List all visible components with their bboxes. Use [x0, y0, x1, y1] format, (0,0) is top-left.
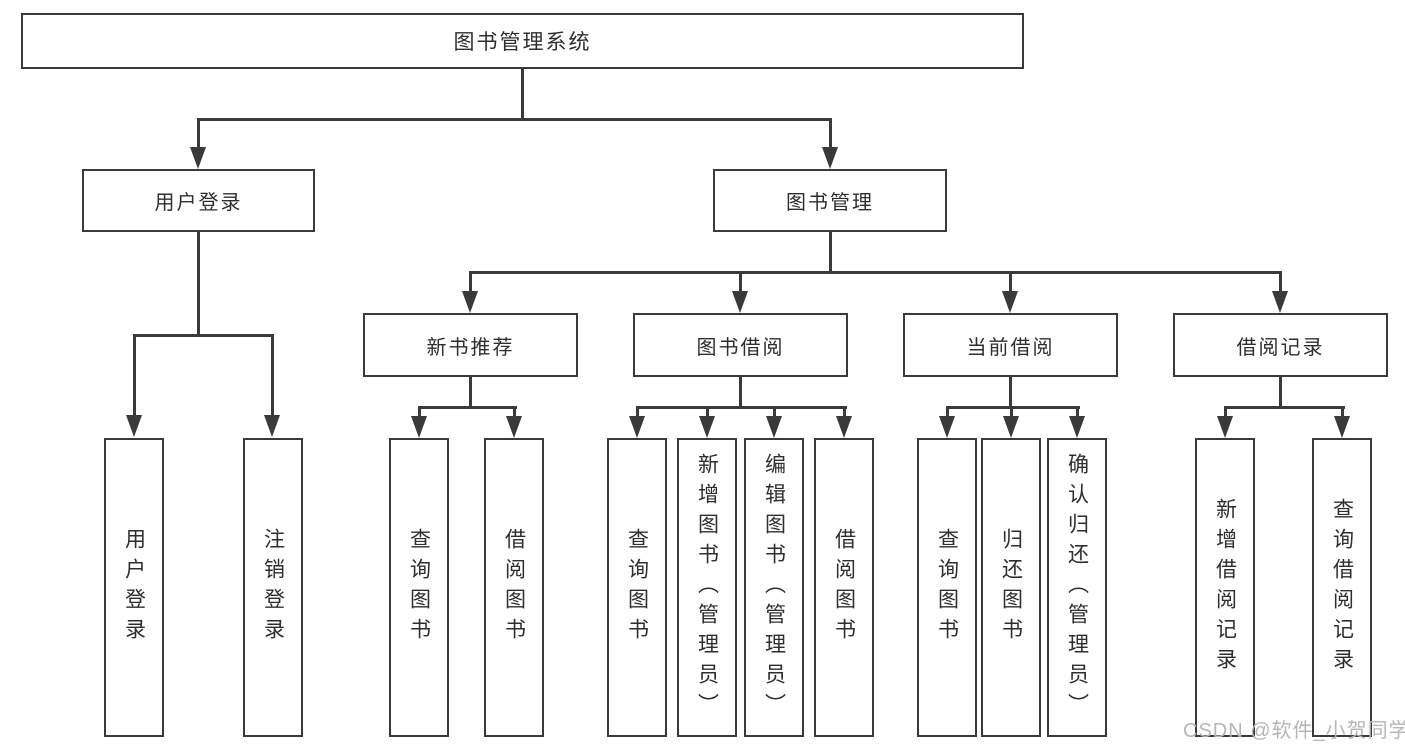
- connector-to-book-borrow: [739, 271, 742, 293]
- node-user-login: 用户登录: [82, 169, 315, 232]
- arrowhead-query-record: [1334, 416, 1350, 438]
- connector-to-add-book: [706, 406, 709, 418]
- leaf-query-books-3: 查询图书: [917, 438, 977, 737]
- node-borrow-records: 借阅记录: [1173, 313, 1388, 377]
- connector-to-confirm-return: [1076, 406, 1079, 418]
- connector-user-login-split: [133, 334, 274, 337]
- connector-to-book-management: [829, 118, 832, 149]
- arrowhead-edit-book: [766, 416, 782, 438]
- node-library-system: 图书管理系统: [21, 13, 1024, 69]
- leaf-query-borrow-record: 查询借阅记录: [1312, 438, 1372, 737]
- arrowhead-borrow-records: [1272, 291, 1288, 313]
- connector-user-login-stem: [197, 232, 200, 337]
- connector-book-borrow-stem: [739, 377, 742, 408]
- arrowhead-return-book: [1003, 416, 1019, 438]
- connector-borrow-records-stem: [1279, 377, 1282, 408]
- arrowhead-confirm-return: [1069, 416, 1085, 438]
- csdn-watermark: CSDN @软件_小贺同学: [1183, 720, 1405, 742]
- leaf-query-books-2: 查询图书: [607, 438, 667, 737]
- arrowhead-book-management: [822, 147, 838, 169]
- connector-to-borrow-books-2: [843, 406, 846, 418]
- arrowhead-add-book: [699, 416, 715, 438]
- connector-new-book-split: [418, 406, 517, 409]
- leaf-logout: 注销登录: [243, 438, 303, 737]
- connector-to-query-books-1: [418, 406, 421, 418]
- connector-to-query-books-3: [946, 406, 949, 418]
- connector-to-borrow-records: [1279, 271, 1282, 293]
- connector-level3-split: [469, 271, 1282, 274]
- connector-book-borrow-split: [636, 406, 847, 409]
- connector-to-new-book: [469, 271, 472, 293]
- connector-to-edit-book: [773, 406, 776, 418]
- leaf-confirm-return-admin: 确认归还（管理员）: [1047, 438, 1107, 737]
- leaf-user-login: 用户登录: [104, 438, 164, 737]
- connector-level1-split: [197, 118, 832, 121]
- arrowhead-add-record: [1217, 416, 1233, 438]
- connector-to-leaf-user-login: [133, 334, 136, 417]
- connector-current-borrow-split: [946, 406, 1080, 409]
- arrowhead-query-books-1: [411, 416, 427, 438]
- leaf-borrow-books-2: 借阅图书: [814, 438, 874, 737]
- connector-current-borrow-stem: [1009, 377, 1012, 408]
- arrowhead-borrow-books-1: [506, 416, 522, 438]
- connector-to-leaf-logout: [271, 334, 274, 417]
- connector-to-query-books-2: [636, 406, 639, 418]
- connector-to-query-record: [1341, 406, 1344, 418]
- connector-to-add-record: [1224, 406, 1227, 418]
- arrowhead-book-borrow: [732, 291, 748, 313]
- arrowhead-user-login: [190, 147, 206, 169]
- node-current-borrow: 当前借阅: [903, 313, 1118, 377]
- arrowhead-borrow-books-2: [836, 416, 852, 438]
- connector-to-return-book: [1010, 406, 1013, 418]
- connector-new-book-stem: [469, 377, 472, 408]
- leaf-borrow-books-1: 借阅图书: [484, 438, 544, 737]
- connector-to-user-login: [197, 118, 200, 149]
- node-new-book-recommend: 新书推荐: [363, 313, 578, 377]
- connector-borrow-records-split: [1224, 406, 1345, 409]
- connector-to-borrow-books-1: [513, 406, 516, 418]
- arrowhead-query-books-2: [629, 416, 645, 438]
- arrowhead-current-borrow: [1002, 291, 1018, 313]
- node-book-management: 图书管理: [713, 169, 947, 232]
- arrowhead-leaf-user-login: [126, 415, 142, 437]
- connector-root-stem: [521, 69, 524, 119]
- arrowhead-new-book: [462, 291, 478, 313]
- leaf-edit-book-admin: 编辑图书（管理员）: [744, 438, 804, 737]
- leaf-return-book: 归还图书: [981, 438, 1041, 737]
- leaf-add-book-admin: 新增图书（管理员）: [677, 438, 737, 737]
- arrowhead-query-books-3: [939, 416, 955, 438]
- node-book-borrow: 图书借阅: [633, 313, 848, 377]
- leaf-add-borrow-record: 新增借阅记录: [1195, 438, 1255, 737]
- connector-book-management-stem: [829, 232, 832, 273]
- arrowhead-leaf-logout: [264, 415, 280, 437]
- leaf-query-books-1: 查询图书: [389, 438, 449, 737]
- connector-to-current-borrow: [1009, 271, 1012, 293]
